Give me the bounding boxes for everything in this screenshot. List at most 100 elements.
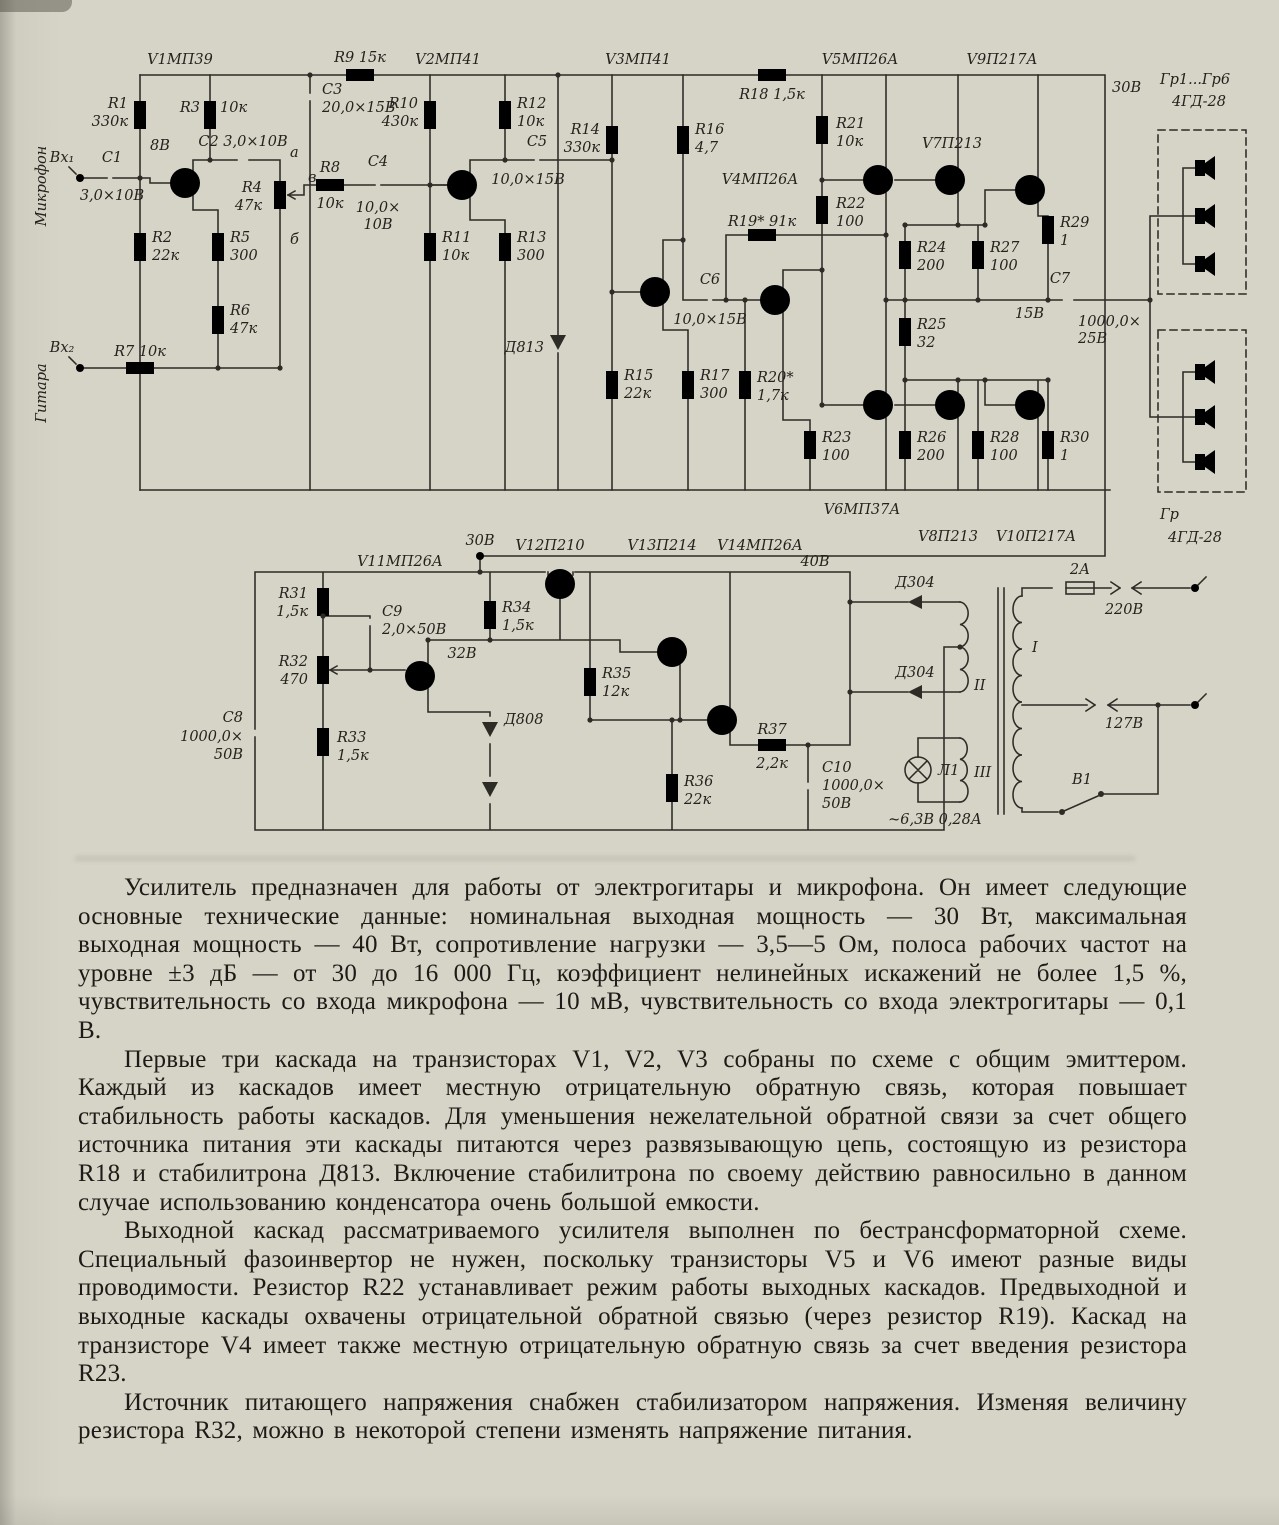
resistor-r17 bbox=[682, 371, 694, 399]
label-c10v: 1000,0× bbox=[822, 778, 885, 794]
label-c7: С7 bbox=[1050, 271, 1071, 287]
label-tap-b: б bbox=[290, 232, 299, 248]
input2-terminal bbox=[76, 364, 84, 372]
label-c1: С1 bbox=[102, 150, 122, 166]
label-winding2: II bbox=[973, 678, 986, 694]
potentiometer-r4 bbox=[274, 181, 286, 209]
polarity-plus bbox=[94, 166, 102, 174]
label-r30v: 1 bbox=[1060, 448, 1069, 464]
label-r33v: 1,5к bbox=[337, 748, 369, 764]
capacitor-c4 bbox=[375, 176, 381, 194]
transistor-v10 bbox=[1015, 390, 1045, 420]
transistor-v7 bbox=[935, 165, 965, 195]
label-winding3: III bbox=[973, 765, 991, 781]
resistor-r1 bbox=[134, 101, 146, 129]
wiring bbox=[67, 74, 1247, 831]
label-r1: R1 bbox=[107, 96, 128, 112]
label-r14: R14 bbox=[570, 122, 600, 138]
label-r27: R27 bbox=[989, 240, 1020, 256]
polarity-plus bbox=[292, 86, 300, 94]
label-r5v: 300 bbox=[230, 248, 258, 264]
label-v2: V2МП41 bbox=[415, 52, 481, 68]
label-8v: 8В bbox=[150, 138, 170, 154]
label-r28v: 100 bbox=[990, 448, 1018, 464]
speaker-icon bbox=[1195, 405, 1215, 429]
resistor-r9 bbox=[346, 69, 374, 81]
speaker-icon bbox=[1195, 450, 1215, 474]
label-r6: R6 bbox=[229, 303, 250, 319]
scan-artifact bbox=[75, 856, 1135, 861]
label-in1: Вх₁ bbox=[49, 150, 75, 166]
schematic-labels: V1МП39 R9 15к V2МП41 V3МП41 V5МП26А V9П2… bbox=[34, 50, 1230, 828]
label-r14v: 330к bbox=[564, 140, 601, 156]
resistor-r21 bbox=[816, 116, 828, 144]
label-r7: R7 10к bbox=[113, 344, 166, 360]
label-r37v: 2,2к bbox=[755, 756, 788, 772]
resistor-r28 bbox=[972, 431, 984, 459]
label-v4: V4МП26А bbox=[722, 172, 799, 188]
label-r23v: 100 bbox=[822, 448, 850, 464]
polarity-plus bbox=[387, 168, 395, 176]
label-r28: R28 bbox=[989, 430, 1019, 446]
label-r13v: 300 bbox=[517, 248, 545, 264]
transistor-v13 bbox=[657, 637, 687, 667]
label-r4: R4 bbox=[241, 180, 262, 196]
label-r31: R31 bbox=[278, 586, 308, 602]
label-c6v: 10,0×15В bbox=[673, 312, 747, 328]
label-microphone: Микрофон bbox=[34, 146, 50, 228]
label-c9v: 2,0×50В bbox=[381, 622, 447, 638]
capacitor-c7 bbox=[1065, 291, 1071, 309]
zener-d813 bbox=[550, 335, 570, 354]
resistor-r8 bbox=[316, 179, 344, 191]
supply-terminal bbox=[476, 552, 484, 560]
label-30v-psu: 30В bbox=[465, 533, 494, 549]
resistor-r22 bbox=[816, 196, 828, 224]
label-c3v: 20,0×15В bbox=[321, 100, 396, 116]
label-r11v: 10к bbox=[442, 248, 469, 264]
label-v8: V8П213 bbox=[918, 529, 978, 545]
resistor-r10 bbox=[424, 101, 436, 129]
polarity-plus bbox=[790, 774, 798, 782]
capacitor-c1 bbox=[107, 169, 113, 187]
junctions bbox=[137, 72, 1161, 815]
label-gr1-type: 4ГД-28 bbox=[1171, 94, 1226, 110]
resistor-r13 bbox=[499, 233, 511, 261]
label-r10v: 430к bbox=[381, 114, 419, 130]
speaker-icon bbox=[1195, 252, 1215, 276]
label-gr2-type: 4ГД-28 bbox=[1167, 530, 1222, 546]
label-c10w: 50В bbox=[822, 796, 851, 812]
paragraph: Усилитель предназначен для работы от эле… bbox=[78, 874, 1187, 1044]
label-r29: R29 bbox=[1059, 215, 1089, 231]
label-r31v: 1,5к bbox=[276, 604, 308, 620]
label-r17v: 300 bbox=[700, 386, 728, 402]
speaker-icon bbox=[1195, 360, 1215, 384]
transistor-v9 bbox=[1015, 175, 1045, 205]
label-r4v: 47к bbox=[234, 198, 262, 214]
label-c5v: 10,0×15В bbox=[491, 172, 565, 188]
resistor-r29 bbox=[1042, 216, 1054, 244]
label-c7w: 25В bbox=[1077, 331, 1107, 347]
diode-d304-b bbox=[908, 685, 922, 699]
label-r30: R30 bbox=[1059, 430, 1089, 446]
label-r19: R19* 91к bbox=[727, 214, 797, 230]
label-r32v: 470 bbox=[279, 672, 308, 688]
resistor-r27 bbox=[972, 241, 984, 269]
label-r2: R2 bbox=[151, 230, 172, 246]
transistor-v11 bbox=[405, 661, 435, 691]
label-v14: V14МП26А bbox=[717, 538, 803, 554]
zener-d808-b bbox=[482, 782, 502, 801]
label-r33: R33 bbox=[336, 730, 366, 746]
polarity-plus bbox=[1079, 287, 1087, 295]
diode-d304-a bbox=[908, 595, 922, 609]
speaker-icon bbox=[1195, 204, 1215, 228]
label-b1: В1 bbox=[1071, 772, 1092, 788]
transistor-v1 bbox=[170, 168, 200, 198]
capacitor-c8 bbox=[246, 730, 264, 736]
label-v11: V11МП26А bbox=[357, 554, 443, 570]
polarity-plus bbox=[264, 720, 272, 728]
label-r11: R11 bbox=[441, 230, 471, 246]
label-c10: С10 bbox=[822, 760, 852, 776]
label-r12v: 10к bbox=[517, 114, 544, 130]
label-r16: R16 bbox=[694, 122, 724, 138]
resistor-r5 bbox=[212, 233, 224, 261]
